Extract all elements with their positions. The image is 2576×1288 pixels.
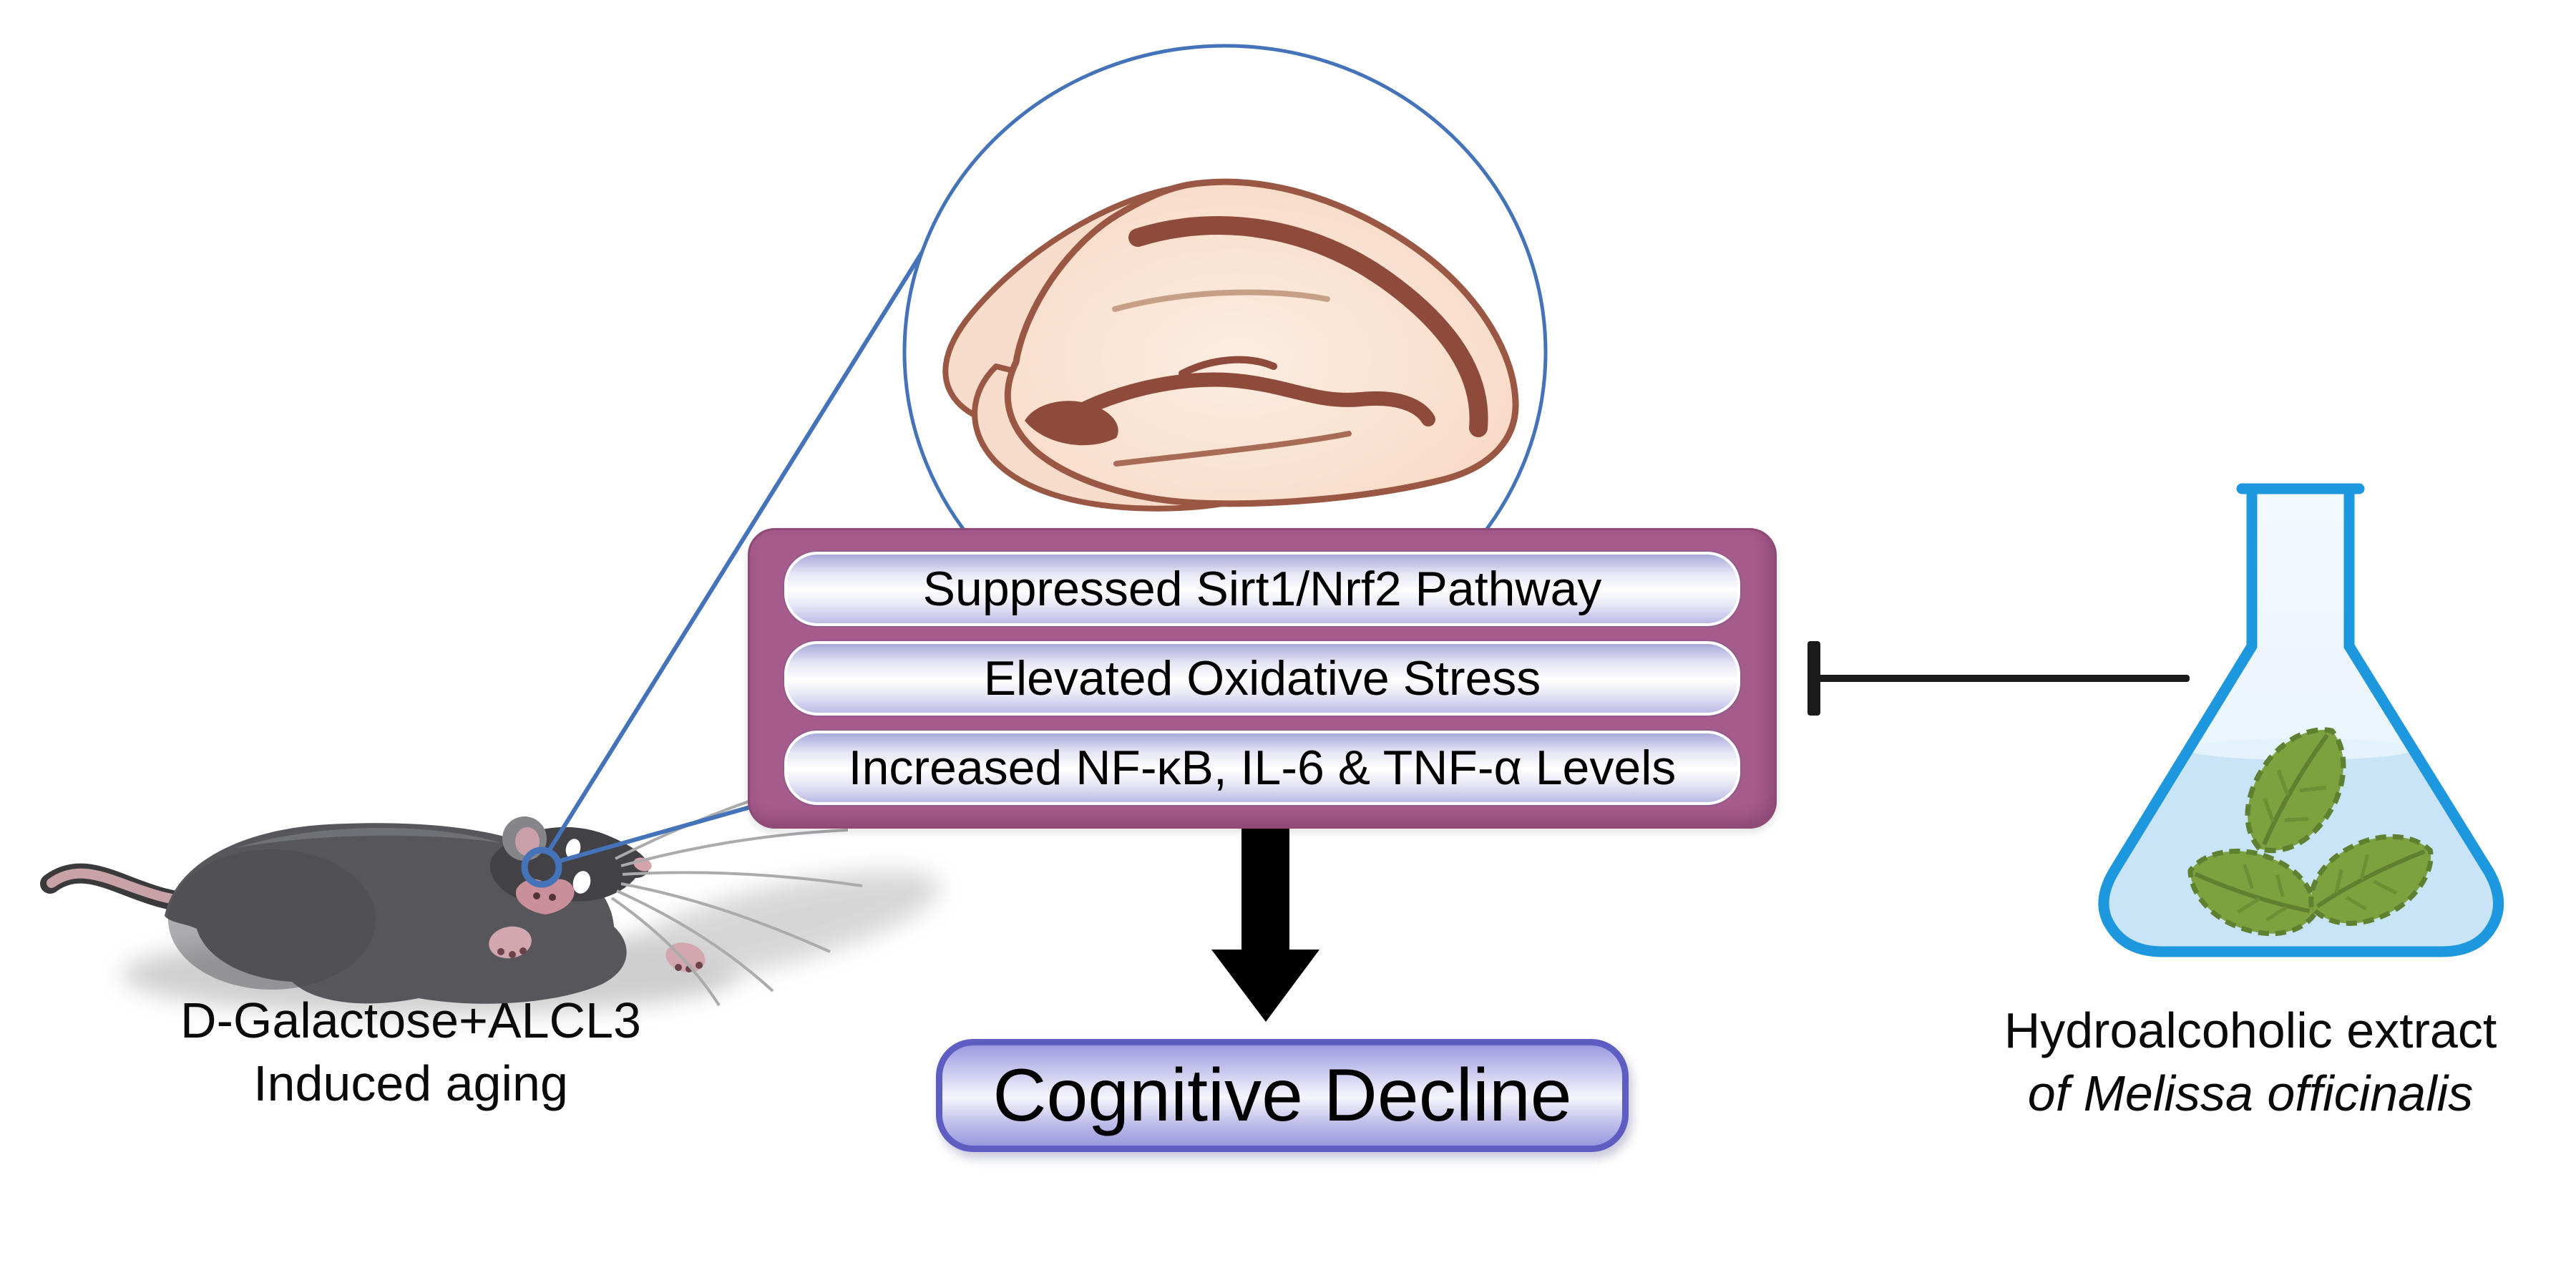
t-bar-inhibitor-icon xyxy=(1807,641,2190,716)
flask-caption-line2: of Melissa officinalis xyxy=(1928,1062,2572,1125)
pathway-box: Suppressed Sirt1/Nrf2 Pathway Elevated O… xyxy=(748,528,1777,829)
brain-icon xyxy=(942,178,1519,512)
mouse-eye xyxy=(572,871,591,894)
melissa-leaf-icon xyxy=(2308,834,2434,926)
melissa-leaf-icon xyxy=(2187,849,2318,937)
leads-to-arrow-icon xyxy=(1211,829,1319,1022)
pathway-item-inflammation: Increased NF-κB, IL-6 & TNF-α Levels xyxy=(784,731,1740,805)
mouse-mouth-patch xyxy=(515,879,575,914)
mouse-caption-line1: D-Galactose+ALCL3 xyxy=(180,992,641,1048)
pathway-item-sirt1-nrf2: Suppressed Sirt1/Nrf2 Pathway xyxy=(784,552,1740,626)
melissa-leaf-icon xyxy=(2245,727,2346,854)
flask-caption-line2-prefix: of xyxy=(2027,1065,2084,1122)
outcome-label: Cognitive Decline xyxy=(992,1053,1572,1137)
mouse-paw xyxy=(489,926,532,959)
pathway-item-label: Increased NF-κB, IL-6 & TNF-α Levels xyxy=(848,741,1677,795)
pathway-item-oxidative-stress: Elevated Oxidative Stress xyxy=(784,641,1740,716)
mouse-eye xyxy=(565,839,581,859)
mouse-ear xyxy=(502,816,547,861)
pathway-item-label: Elevated Oxidative Stress xyxy=(983,651,1541,706)
pathway-item-label: Suppressed Sirt1/Nrf2 Pathway xyxy=(922,562,1602,616)
erlenmeyer-flask-icon xyxy=(2098,483,2504,957)
mouse-caption-line2: Induced aging xyxy=(253,1055,568,1112)
flask-caption-line1: Hydroalcoholic extract xyxy=(2004,1002,2497,1058)
flask-caption: Hydroalcoholic extract of Melissa offici… xyxy=(1928,999,2572,1125)
zoom-line-upper xyxy=(545,247,927,856)
cognitive-decline-box: Cognitive Decline xyxy=(936,1039,1629,1152)
mouse-icon xyxy=(40,782,863,1007)
magnifier-circle-icon xyxy=(902,44,1548,660)
zoom-source-ring xyxy=(521,847,562,888)
species-name: Melissa officinalis xyxy=(2083,1065,2474,1122)
mouse-caption: D-Galactose+ALCL3 Induced aging xyxy=(125,989,697,1115)
